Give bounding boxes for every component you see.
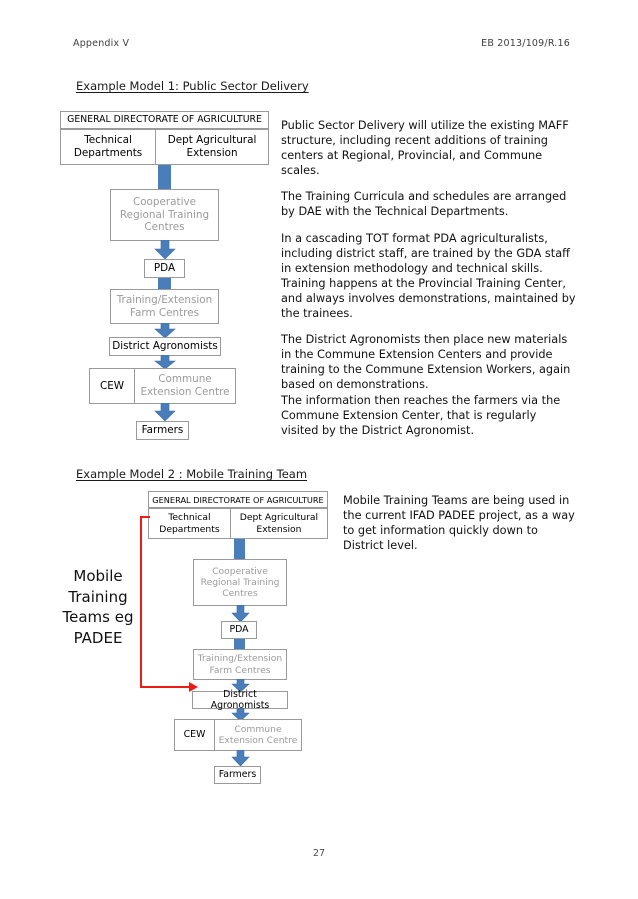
model-2-description: Mobile Training Teams are being used in …: [343, 493, 575, 553]
node-district-agronomists: District Agronomists: [192, 689, 288, 711]
arrow-district-agronomists-to-commune-centre: [231, 708, 250, 722]
model-1-description: Public Sector Delivery will utilize the …: [281, 118, 577, 438]
node-training-extension-farm-centres: Training/Extension Farm Centres: [193, 649, 287, 680]
paragraph-5: The information then reaches the farmers…: [281, 393, 561, 437]
node-dept-agricultural-extension: Dept Agricultural Extension: [155, 130, 268, 164]
paragraph-4: The District Agronomists then place new …: [281, 333, 571, 392]
node-group-departments: Technical Departments Dept Agricultural …: [148, 508, 328, 539]
mobile-training-teams-caption: Mobile Training Teams eg PADEE: [62, 567, 134, 647]
node-cooperative-regional-training-centres: Cooperative Regional Training Centres: [110, 189, 219, 241]
paragraph-1: Mobile Training Teams are being used in …: [343, 494, 575, 553]
node-pda: PDA: [144, 259, 185, 278]
node-training-extension-farm-centres: Training/Extension Farm Centres: [110, 289, 219, 324]
arrow-commune-centre-to-farmers: [154, 403, 176, 422]
red-connector-segment-top: [140, 516, 150, 518]
flowchart-model-2: GENERAL DIRECTORATE OF AGRICULTURE Techn…: [148, 491, 378, 784]
node-cew: CEW: [183, 729, 206, 741]
paragraph-3: In a cascading TOT format PDA agricultur…: [281, 231, 576, 321]
node-pda: PDA: [221, 621, 257, 639]
connector-bar-departments-to-cooperative: [158, 165, 171, 191]
node-group-commune: CEW Commune Extension Centre: [174, 719, 302, 751]
header-appendix-label: Appendix V: [73, 38, 130, 49]
arrow-cooperative-to-pda: [154, 240, 176, 260]
arrow-farm-centres-to-district-agronomists: [231, 679, 250, 693]
connector-bar-departments-to-cooperative: [234, 539, 245, 561]
red-connector-arrowhead: [189, 682, 198, 692]
node-commune-extension-centre: Commune Extension Centre: [214, 720, 301, 750]
header-document-code: EB 2013/109/R.16: [481, 38, 570, 49]
red-connector-segment-vertical: [140, 516, 142, 688]
arrow-commune-centre-to-farmers: [231, 750, 250, 767]
node-farmers: Farmers: [214, 766, 261, 784]
node-technical-departments: Technical Departments: [73, 134, 143, 159]
node-dept-agricultural-extension: Dept Agricultural Extension: [229, 509, 327, 538]
node-cooperative-regional-training-centres: Cooperative Regional Training Centres: [193, 559, 287, 606]
section-heading-model-1: Example Model 1: Public Sector Delivery: [76, 79, 309, 93]
node-farmers: Farmers: [136, 421, 189, 440]
node-cew: CEW: [99, 379, 125, 392]
red-connector-segment-bottom: [140, 686, 190, 688]
paragraph-1: Public Sector Delivery will utilize the …: [281, 119, 569, 178]
arrow-cooperative-to-pda: [231, 605, 250, 623]
node-general-directorate-of-agriculture: GENERAL DIRECTORATE OF AGRICULTURE: [60, 111, 269, 129]
arrow-district-agronomists-to-commune-centre: [154, 355, 176, 370]
node-group-commune: CEW Commune Extension Centre: [89, 368, 236, 404]
flowchart-model-1: GENERAL DIRECTORATE OF AGRICULTURE Techn…: [60, 111, 275, 441]
node-general-directorate-of-agriculture: GENERAL DIRECTORATE OF AGRICULTURE: [148, 491, 328, 508]
arrow-farm-centres-to-district-agronomists: [154, 323, 176, 339]
node-group-departments: Technical Departments Dept Agricultural …: [60, 129, 269, 165]
node-commune-extension-centre: Commune Extension Centre: [134, 369, 235, 403]
page-number: 27: [312, 848, 326, 859]
node-district-agronomists: District Agronomists: [109, 337, 221, 356]
node-technical-departments: Technical Departments: [159, 512, 220, 535]
section-heading-model-2: Example Model 2 : Mobile Training Team: [76, 467, 308, 481]
paragraph-2: The Training Curricula and schedules are…: [281, 190, 567, 219]
connector-bar-pda-to-training-farm-centres: [234, 639, 245, 652]
